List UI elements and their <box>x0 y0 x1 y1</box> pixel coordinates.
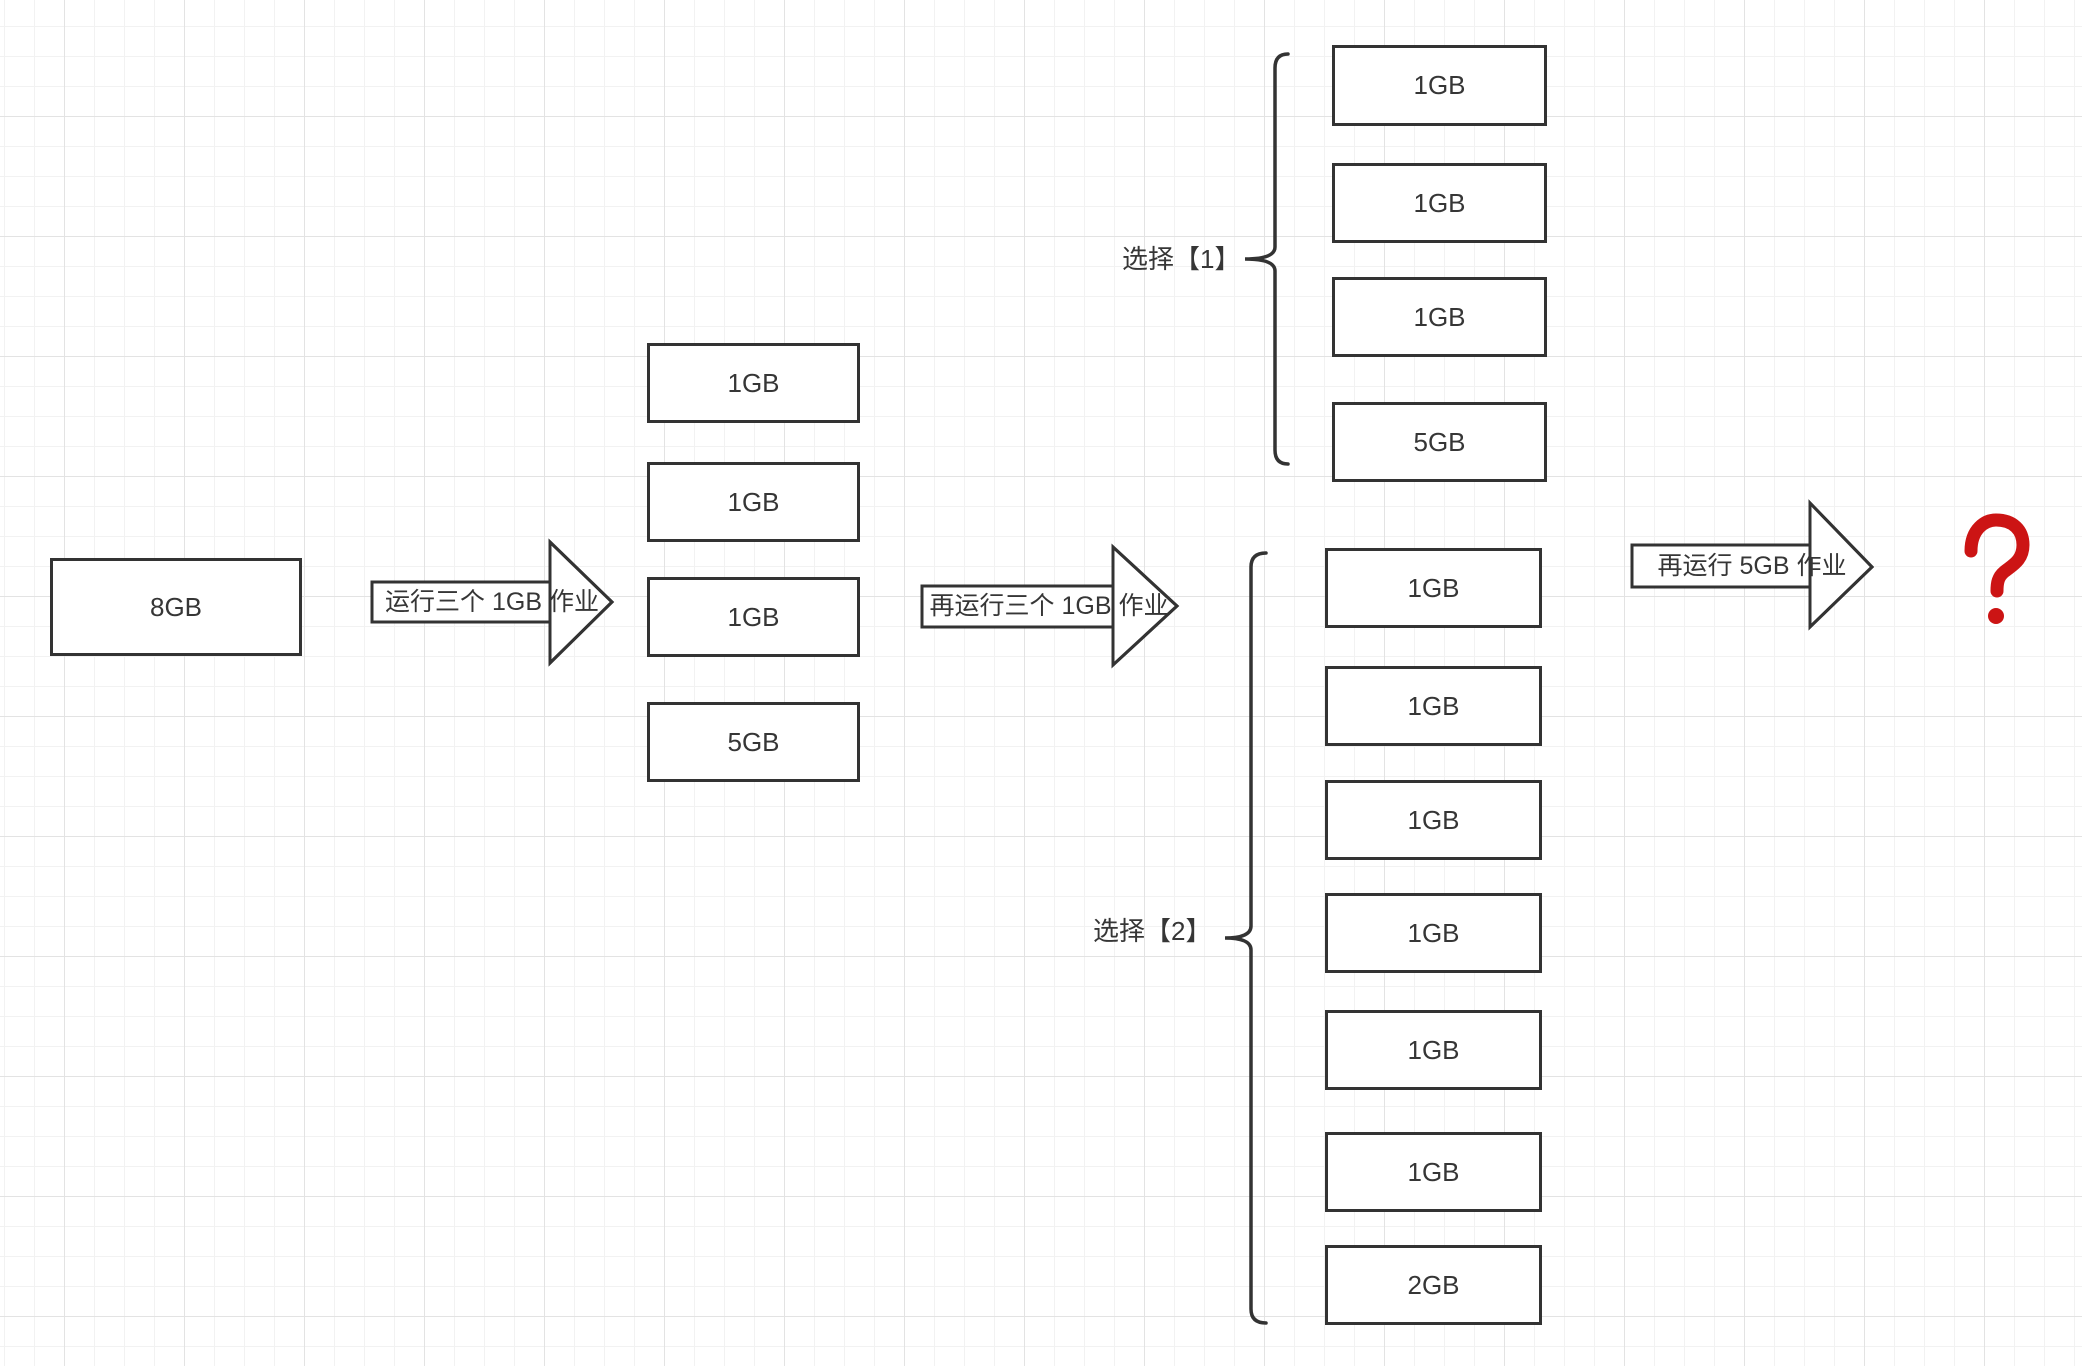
arrow-shaft <box>370 580 552 624</box>
option2-label: 选择【2】 <box>1093 916 1212 946</box>
memory-block: 1GB <box>647 577 860 657</box>
question-mark <box>1964 513 2030 624</box>
memory-block: 1GB <box>1325 780 1542 860</box>
arrow-head-outline <box>1808 499 1875 631</box>
memory-block: 1GB <box>1325 548 1542 628</box>
curly-brace <box>1224 551 1268 1325</box>
memory-block: 1GB <box>1332 163 1547 243</box>
arrow-head-outline <box>1111 543 1180 669</box>
question-mark-hook <box>1964 513 2030 598</box>
memory-block: 5GB <box>1332 402 1547 482</box>
memory-block: 1GB <box>1332 45 1547 126</box>
question-mark-dot <box>1988 608 2004 624</box>
memory-block: 2GB <box>1325 1245 1542 1325</box>
memory-block: 1GB <box>647 343 860 423</box>
memory-block: 1GB <box>1325 666 1542 746</box>
memory-block: 1GB <box>647 462 860 542</box>
block-arrow-run-three-1gb-jobs: 运行三个 1GB 作业 <box>370 538 615 667</box>
memory-block: 1GB <box>1325 1010 1542 1090</box>
arrow-shaft <box>920 584 1115 629</box>
memory-block: 1GB <box>1325 1132 1542 1212</box>
arrow-label: 运行三个 1GB 作业 <box>385 588 599 616</box>
memory-box-8gb: 8GB <box>50 558 302 656</box>
arrow-head-outline <box>548 538 615 667</box>
option1-label: 选择【1】 <box>1122 244 1241 274</box>
memory-block: 1GB <box>1325 893 1542 973</box>
block-arrow-run-5gb-job: 再运行 5GB 作业 <box>1630 499 1875 631</box>
block-arrow-run-three-more-1gb-jobs: 再运行三个 1GB 作业 <box>920 543 1180 669</box>
curly-brace-option1 <box>1244 52 1290 466</box>
curly-brace-option2 <box>1224 551 1268 1325</box>
memory-block: 1GB <box>1332 277 1547 357</box>
arrow-label: 再运行 5GB 作业 <box>1658 552 1847 580</box>
arrow-label: 再运行三个 1GB 作业 <box>930 592 1169 620</box>
memory-block: 5GB <box>647 702 860 782</box>
curly-brace <box>1244 52 1290 466</box>
